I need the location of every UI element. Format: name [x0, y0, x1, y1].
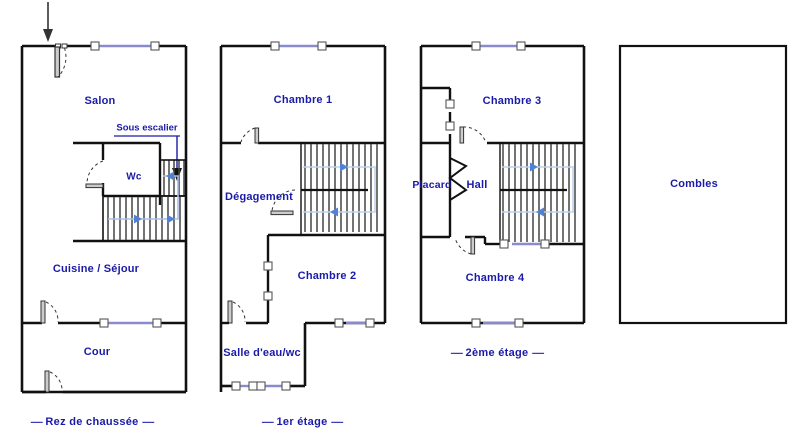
etage1-interior-walls	[221, 141, 385, 323]
caption-text-etage2: 2ème étage	[465, 347, 529, 359]
room-label-chambre4: Chambre 4	[465, 272, 525, 284]
rdc-wc-door	[85, 160, 104, 189]
caption-dash-right: -----	[330, 417, 344, 428]
plan-rez-de-chaussee	[20, 2, 188, 394]
etage2-chambre4-window-lower	[471, 318, 524, 328]
etage2-chambre3-door	[459, 126, 487, 144]
room-label-salon: Salon	[84, 95, 116, 107]
etage1-chambre2-openings	[263, 261, 375, 328]
room-label-placard: Placard	[412, 179, 452, 191]
plan-combles	[618, 44, 788, 325]
caption-1er-etage: ----- 1er étage -----	[261, 416, 344, 428]
caption-text-rdc: Rez de chaussée	[45, 416, 139, 428]
etage2-placard-openings	[445, 99, 455, 131]
room-label-combles: Combles	[670, 178, 718, 190]
etage1-salledeau-windows	[231, 381, 291, 391]
etage2-staircase	[499, 143, 576, 244]
room-label-salle-eau-wc: Salle d'eau/wc	[223, 347, 301, 359]
room-label-hall: Hall	[466, 179, 488, 191]
caption-dash-right: -----	[531, 348, 545, 359]
plan-2eme-etage	[419, 41, 586, 328]
rdc-entry-door	[54, 43, 68, 78]
annotation-sous-escalier: Sous escalier	[116, 122, 178, 134]
room-label-wc: Wc	[126, 171, 142, 183]
folding-closet-door-icon	[448, 157, 468, 201]
plan-1er-etage	[219, 41, 387, 392]
etage1-salledeau-door	[221, 300, 268, 325]
etage2-hall-door	[454, 236, 476, 255]
room-label-cour: Cour	[83, 346, 111, 358]
rdc-cour-window	[99, 318, 162, 328]
caption-dash-left: -----	[261, 417, 274, 428]
etage1-chambre1-door	[240, 127, 260, 144]
etage2-chambre4-window-upper	[499, 239, 550, 249]
rdc-window-top	[90, 41, 160, 51]
rdc-cour-door-upper	[40, 300, 59, 324]
room-label-chambre3: Chambre 3	[482, 95, 542, 107]
room-label-degagement: Dégagement	[224, 191, 294, 203]
etage2-outer-walls	[419, 44, 586, 325]
etage2-window-top	[471, 41, 526, 51]
caption-dash-left: -----	[450, 348, 464, 359]
entrance-arrow-icon	[43, 2, 53, 42]
etage1-staircase	[300, 143, 378, 235]
etage1-window-top	[270, 41, 327, 51]
caption-dash-right: -----	[141, 417, 155, 428]
room-label-chambre1: Chambre 1	[273, 94, 333, 106]
caption-dash-left: -----	[30, 417, 43, 428]
caption-2eme-etage: ----- 2ème étage -----	[450, 347, 545, 359]
room-label-cuisine-sejour: Cuisine / Séjour	[52, 263, 140, 275]
room-label-chambre2: Chambre 2	[297, 270, 357, 282]
rdc-cour-door-lower	[22, 370, 186, 394]
etage1-degagement-door	[270, 189, 296, 216]
caption-rez-de-chaussee: ----- Rez de chaussée -----	[30, 416, 155, 428]
rdc-staircase	[102, 159, 187, 242]
caption-text-etage1: 1er étage	[276, 416, 328, 428]
